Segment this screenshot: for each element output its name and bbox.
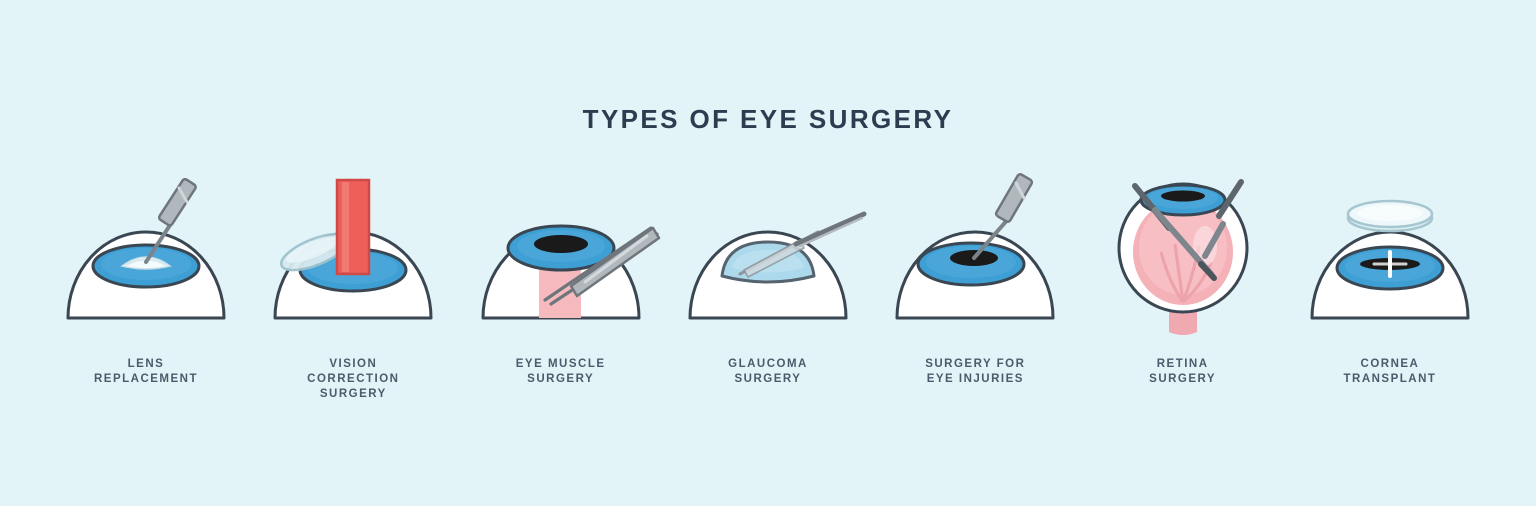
list-item-vision-correction-surgery[interactable]: VISION CORRECTION SURGERY <box>253 170 453 402</box>
list-item-lens-replacement[interactable]: LENS REPLACEMENT <box>46 170 246 387</box>
list-item-glaucoma-surgery[interactable]: GLAUCOMA SURGERY <box>668 170 868 387</box>
list-item-label: CORNEA TRANSPLANT <box>1343 358 1437 385</box>
list-item-retina-surgery[interactable]: RETINA SURGERY <box>1083 170 1283 387</box>
list-item-surgery-for-eye-injuries[interactable]: SURGERY FOR EYE INJURIES <box>875 170 1075 387</box>
list-item-label: GLAUCOMA SURGERY <box>728 358 808 385</box>
list-item-eye-muscle-surgery[interactable]: EYE MUSCLE SURGERY <box>461 170 661 387</box>
list-item-label: RETINA SURGERY <box>1149 358 1217 385</box>
vision-correction-illustration <box>253 170 453 335</box>
list-item-cornea-transplant[interactable]: CORNEA TRANSPLANT <box>1290 170 1490 387</box>
surgery-types-list: LENS REPLACEMENT <box>46 170 1490 402</box>
page-title: TYPES OF EYE SURGERY <box>582 104 954 134</box>
eye-injuries-illustration <box>875 170 1075 335</box>
list-item-label: EYE MUSCLE SURGERY <box>515 358 606 385</box>
lens-replacement-illustration <box>46 170 246 335</box>
retina-illustration <box>1083 170 1283 335</box>
list-item-label: LENS REPLACEMENT <box>93 358 199 385</box>
eye-muscle-illustration <box>461 170 661 335</box>
list-item-label: VISION CORRECTION SURGERY <box>307 358 400 400</box>
cornea-transplant-illustration <box>1290 170 1490 335</box>
list-item-label: SURGERY FOR EYE INJURIES <box>925 358 1026 385</box>
glaucoma-illustration <box>668 170 868 335</box>
